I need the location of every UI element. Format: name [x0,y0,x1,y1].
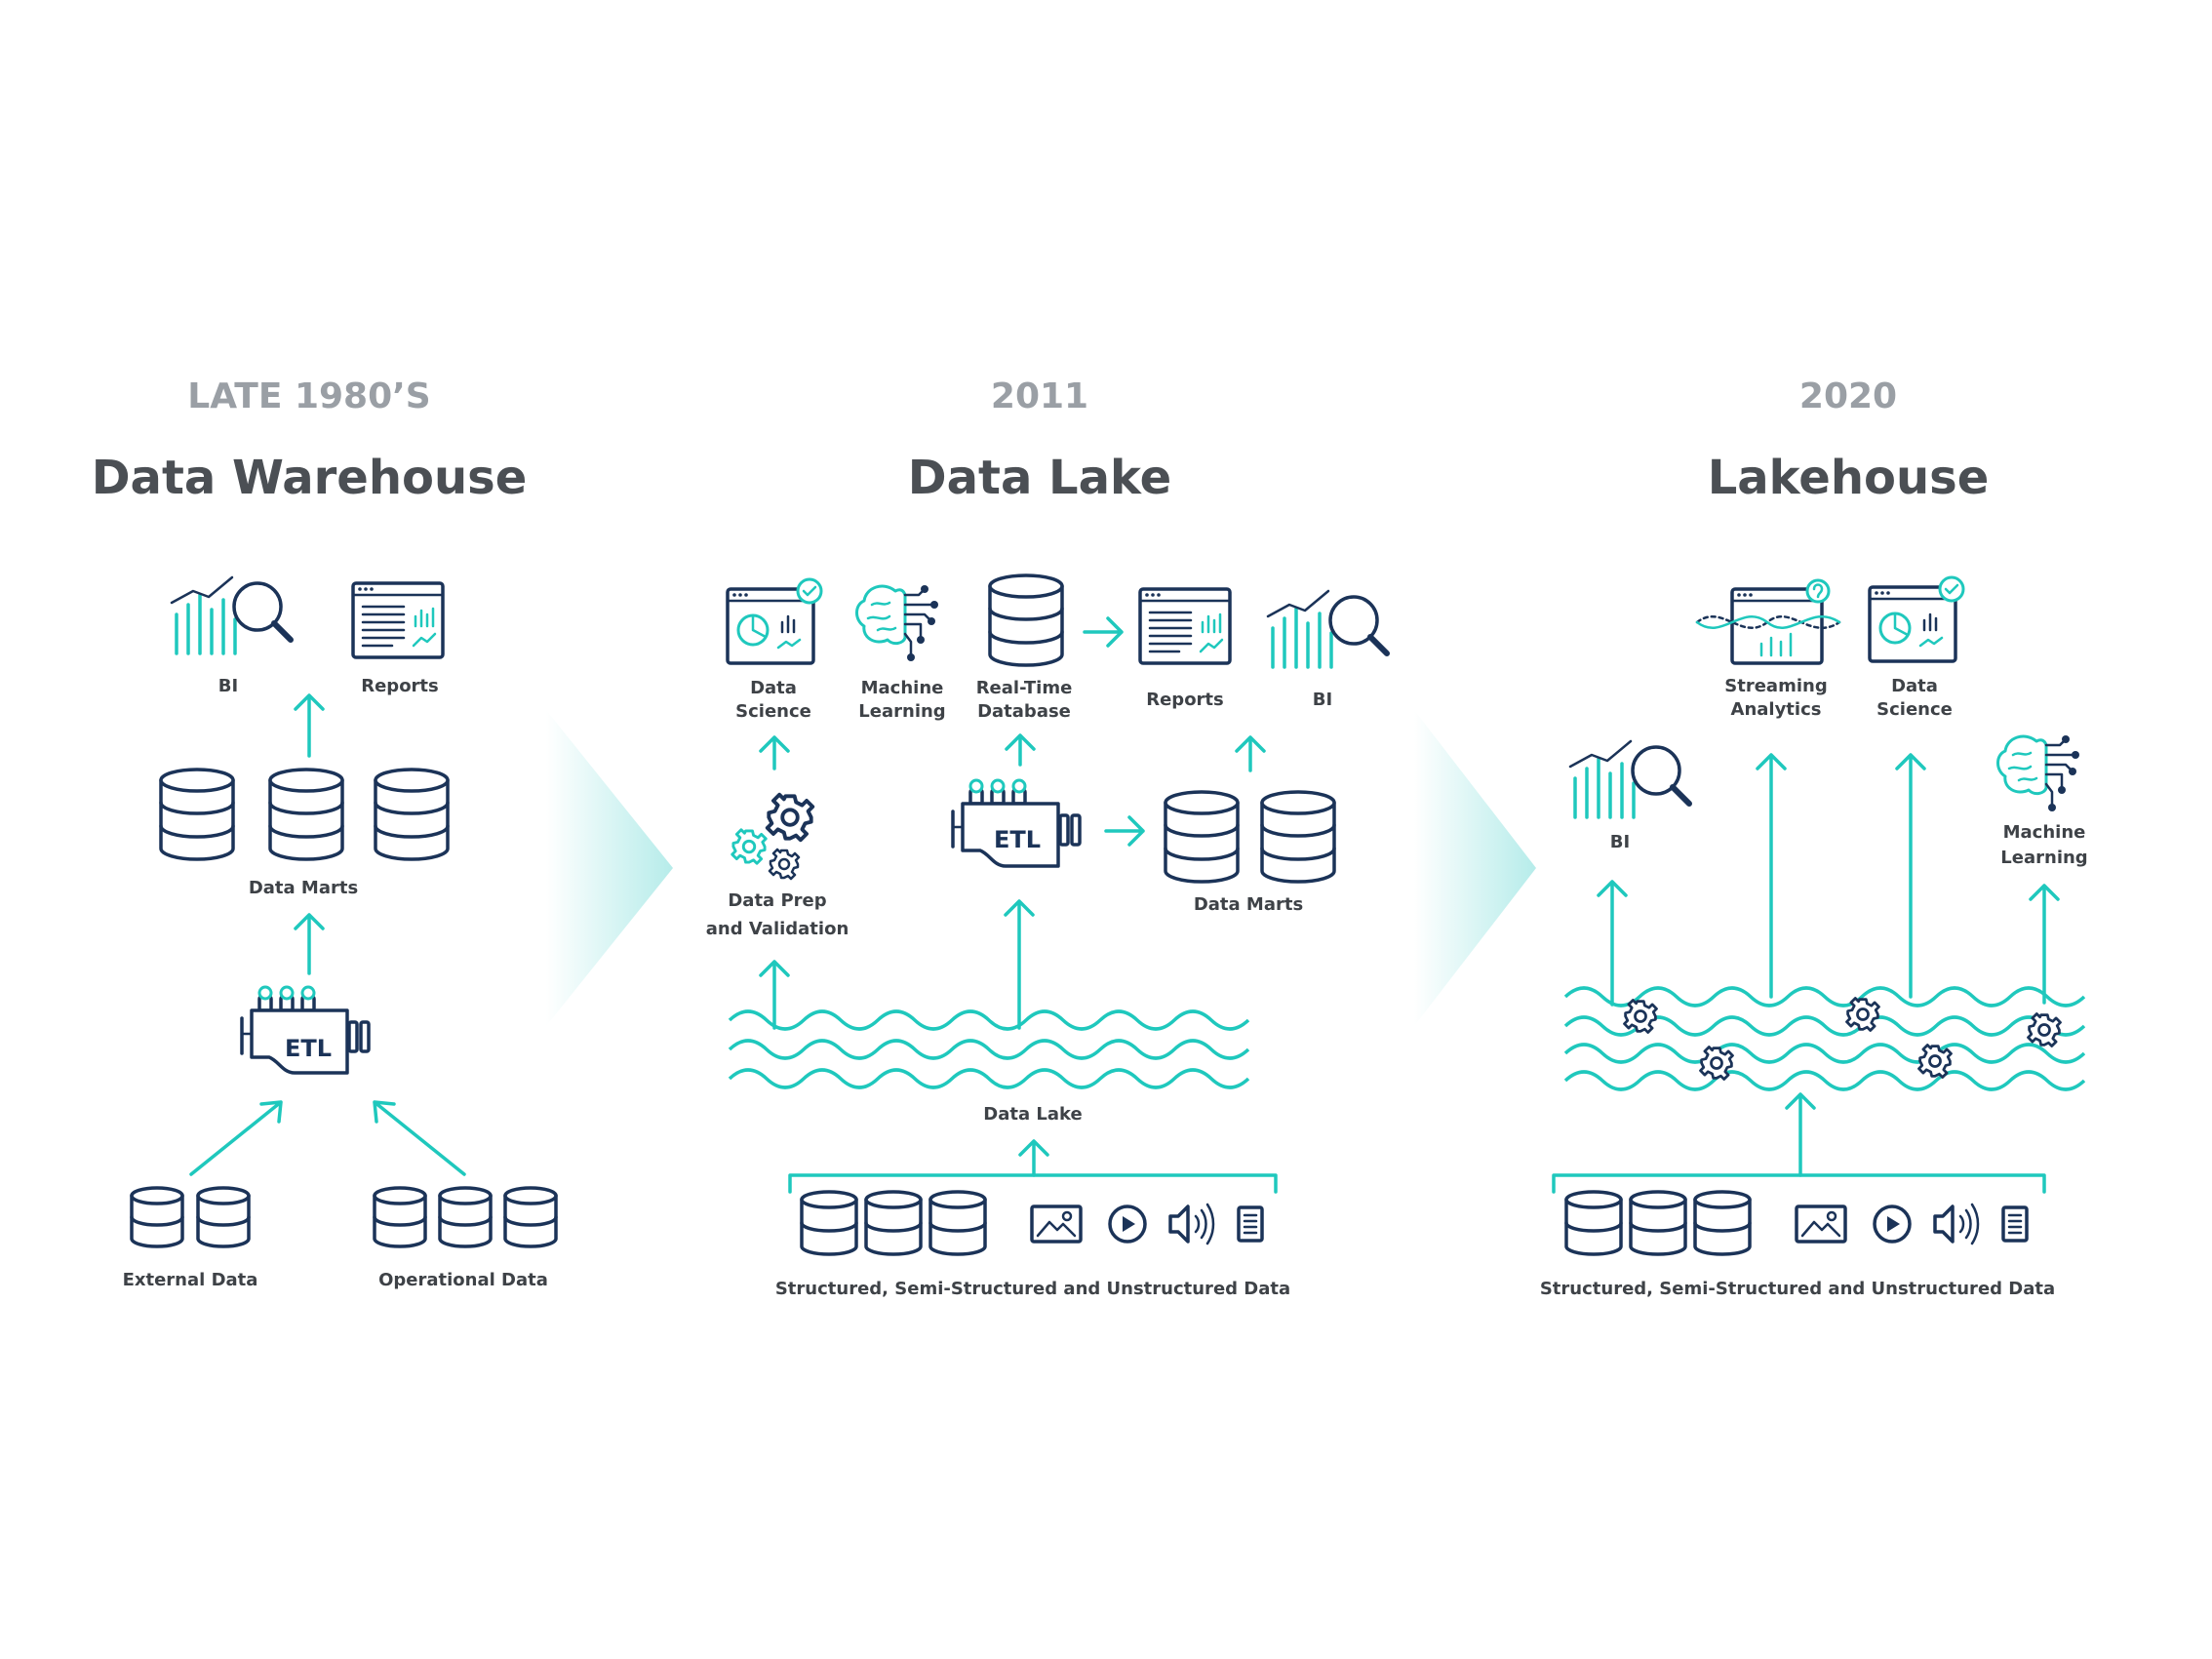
operational-data-label: Operational Data [378,1270,548,1290]
era-label: 2020 [1799,376,1897,416]
audio-icon [1933,1203,1980,1245]
gear-icon [768,848,801,881]
database-icon [196,1186,251,1248]
arrow-up [1018,1139,1049,1177]
arrow-diagonal [373,1100,466,1176]
reports-label: Reports [361,676,439,696]
etl-label: ETL [994,826,1041,853]
gear-icon [731,828,768,865]
era-label: 2011 [991,376,1088,416]
external-data-label: External Data [123,1270,258,1290]
sources-label: Structured, Semi-Structured and Unstruct… [775,1279,1290,1299]
arrow-diagonal [189,1100,283,1176]
arrow-up [1756,753,1787,999]
panel-title: Data Warehouse [92,451,528,505]
data-lake-label: Data Lake [983,1104,1082,1125]
database-icon [864,1190,923,1256]
database-icon [374,768,450,861]
arrow-up [759,735,790,770]
panel-title: Data Lake [908,451,1171,505]
reports-label: Reports [1146,690,1224,710]
database-icon [373,1186,427,1248]
bi-label: BI [1610,832,1630,852]
chevron-divider-1 [546,710,673,1026]
etl-label: ETL [285,1035,332,1062]
database-icon [438,1186,493,1248]
image-icon [1030,1205,1083,1244]
arrow-up [1005,733,1036,767]
database-icon [928,1190,987,1256]
database-icon [503,1186,558,1248]
arrow-right [1104,815,1145,847]
arrow-up [1004,899,1035,1030]
gear-icon [1917,1044,1953,1079]
bi-chart-icon [1268,591,1387,667]
brain-icon [1996,733,2081,813]
arrow-up [1235,735,1266,772]
data-marts-label: Data Marts [249,878,358,898]
arrow-up [1785,1092,1816,1177]
data-marts-label: Data Marts [1194,894,1303,915]
arrow-up [2029,884,2060,1005]
sources-bracket [788,1173,1278,1194]
document-icon [1237,1205,1264,1243]
gear-icon [1699,1046,1734,1081]
database-icon [1564,1190,1623,1256]
gear-icon [2027,1012,2062,1047]
arrow-up [759,960,790,1030]
brain-icon [855,583,940,663]
era-label: LATE 1980’S [187,376,431,416]
bi-chart-icon [1570,741,1689,817]
audio-icon [1168,1203,1215,1245]
arrow-up [1895,753,1926,999]
play-icon [1873,1205,1912,1244]
report-icon [1138,587,1232,665]
report-icon [351,581,445,659]
data-lake-waves [728,1009,1250,1089]
streaming-analytics-icon [1695,578,1841,665]
database-icon [159,768,235,861]
bi-label: BI [1313,690,1332,710]
database-icon [1629,1190,1687,1256]
arrow-up [294,913,325,975]
gear-icon [1845,997,1880,1032]
data-science-icon [726,577,823,665]
bi-chart-icon [172,577,291,653]
panel-data-warehouse: LATE 1980’S Data Warehouse BI Reports Da… [92,376,558,1290]
chevron-divider-2 [1414,710,1536,1026]
panel-title: Lakehouse [1708,451,1990,505]
database-icon [1693,1190,1752,1256]
database-icon [988,573,1064,667]
gear-icon [765,792,815,843]
database-icon [1164,790,1240,884]
document-icon [2001,1205,2029,1243]
database-icon [800,1190,858,1256]
database-icon [1260,790,1336,884]
sources-bracket [1552,1173,2046,1194]
arrow-up [294,693,325,758]
bi-label: BI [218,676,238,696]
arrow-up [1597,880,1628,1007]
sources-label: Structured, Semi-Structured and Unstruct… [1540,1279,2055,1299]
image-icon [1795,1205,1847,1244]
play-icon [1108,1205,1147,1244]
data-science-icon [1868,575,1965,663]
arrow-right [1083,616,1124,648]
database-icon [130,1186,184,1248]
database-icon [268,768,344,861]
gear-icon [1623,999,1658,1034]
